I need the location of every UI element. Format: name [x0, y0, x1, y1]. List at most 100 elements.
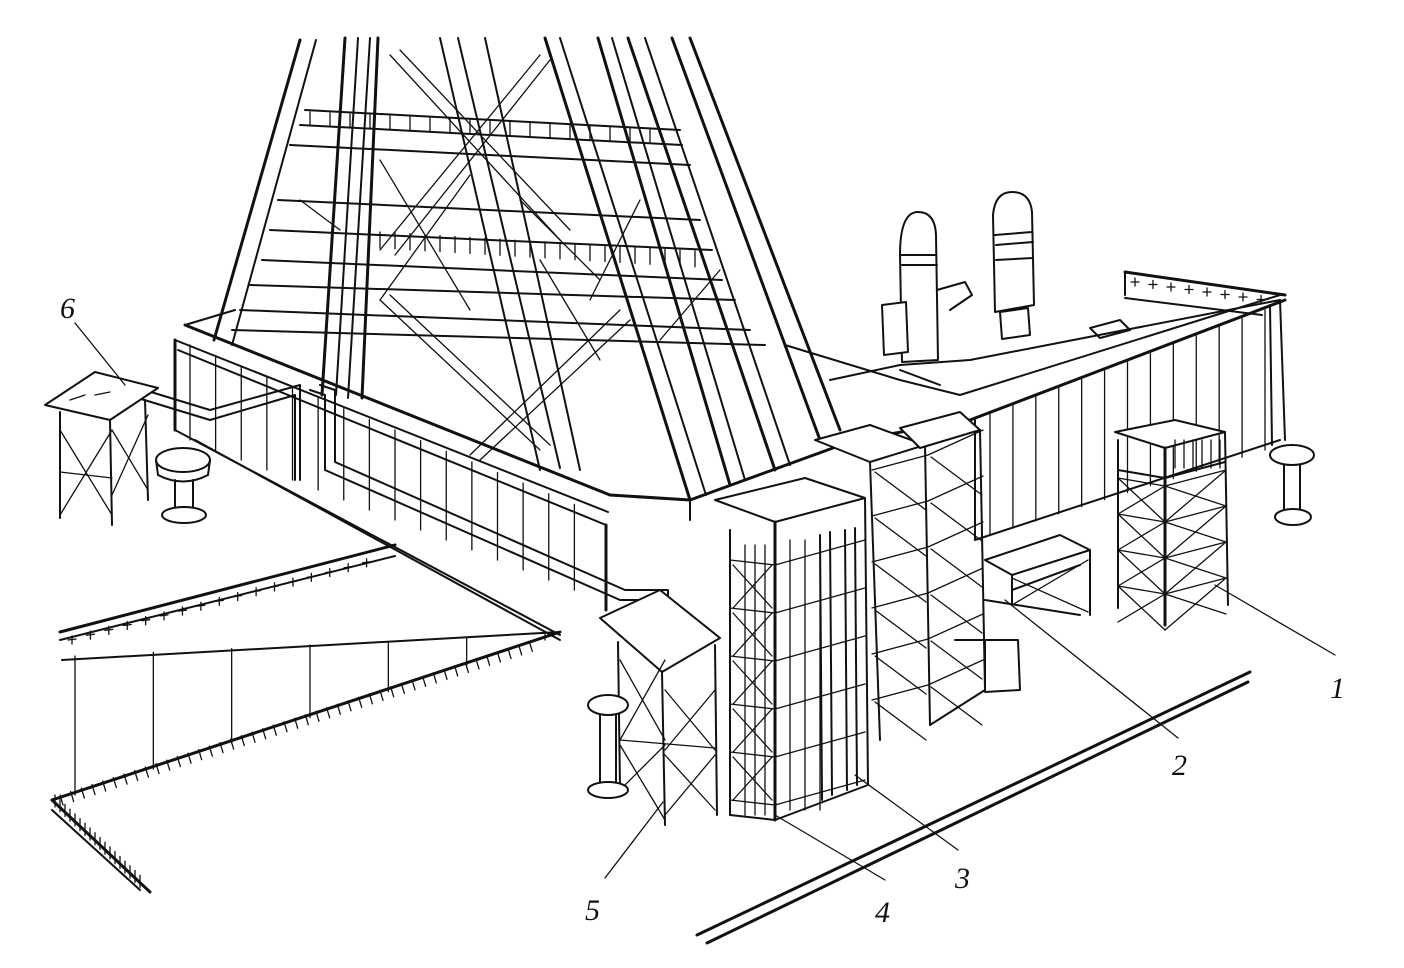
hatch-line: [379, 689, 384, 701]
hatch-line: [528, 640, 533, 653]
hatch-line: [304, 714, 309, 726]
hatch-line: [80, 787, 85, 799]
module-4: [714, 477, 869, 822]
hatch-line: [874, 609, 927, 649]
hatch-line: [874, 655, 927, 695]
hatch-line: [874, 517, 927, 557]
hatch-line: [871, 684, 929, 701]
hatch-line: [1117, 549, 1166, 559]
hatch-line: [732, 564, 773, 609]
hatch-line: [411, 679, 416, 691]
module-3: [814, 411, 986, 741]
label-5: 5: [585, 894, 600, 927]
hatch-line: [518, 644, 523, 656]
hatch-line: [358, 696, 363, 708]
hatch-line: [1117, 485, 1166, 515]
railing-plus-marks: [1130, 277, 1266, 305]
hatch-line: [732, 612, 773, 657]
hatch-line: [454, 665, 459, 677]
hatch-line: [1117, 513, 1166, 523]
hatch-line: [729, 655, 776, 662]
hatch-line: [930, 502, 983, 542]
leader-lines: [74, 322, 1336, 881]
hatch-line: [1117, 521, 1166, 551]
hatch-line: [326, 707, 331, 719]
hatch-line: [70, 790, 75, 803]
hatch-line: [486, 654, 491, 667]
hatch-line: [729, 559, 776, 566]
hatch-line: [1117, 593, 1166, 623]
hatch-line: [732, 660, 773, 705]
hatch-line: [871, 500, 929, 517]
hatch-line: [729, 607, 776, 614]
hatch-line: [1164, 505, 1227, 559]
hatch-line: [368, 693, 373, 705]
ground-line: [695, 670, 1252, 945]
label-3: 3: [954, 862, 970, 895]
hatch-line: [732, 708, 773, 753]
hatch-line: [871, 638, 929, 655]
left-pedestal: [155, 447, 211, 524]
hatch-line: [230, 738, 235, 750]
substructure-base: [127, 270, 1287, 641]
hatch-line: [1117, 477, 1166, 487]
label-1: 1: [1330, 672, 1345, 705]
platform-6: [44, 371, 159, 526]
tower-1: [1114, 419, 1229, 631]
hatch-line: [1117, 557, 1166, 587]
left-fence: [50, 543, 562, 894]
hatch-line: [123, 773, 128, 785]
hatch-line: [927, 475, 984, 502]
hatch-line: [1164, 505, 1227, 523]
hatch-line: [336, 703, 341, 715]
hatch-line: [112, 776, 117, 789]
hatch-line: [930, 594, 983, 634]
hatch-line: [347, 700, 352, 712]
exhaust-stacks: [881, 191, 1035, 363]
derrick-tower: [212, 36, 842, 502]
hatch-line: [1164, 541, 1227, 559]
front-pedestal: [587, 694, 629, 799]
hatch-line: [464, 661, 469, 674]
hatch-line: [729, 799, 776, 806]
hatch-line: [874, 701, 927, 741]
hatch-line: [1164, 541, 1227, 595]
hatch-line: [1164, 577, 1227, 631]
hatch-line: [272, 724, 277, 736]
module-2: [954, 534, 1091, 693]
hatch-line: [432, 672, 437, 684]
platform-5: [599, 589, 721, 826]
hatch-line: [134, 769, 139, 782]
hatch-line: [871, 592, 929, 609]
hatch-line: [166, 759, 171, 771]
hatch-line: [144, 766, 149, 778]
hatch-line: [927, 521, 984, 548]
hatch-line: [729, 703, 776, 710]
hatch-line: [732, 756, 773, 801]
hatch-line: [294, 717, 299, 729]
hatch-line: [1164, 469, 1227, 523]
hatch-line: [930, 548, 983, 588]
hatch-line: [930, 640, 983, 680]
label-2: 2: [1172, 749, 1187, 782]
hatch-line: [871, 546, 929, 563]
hatch-line: [475, 658, 480, 670]
hatch-line: [927, 613, 984, 640]
hatch-line: [155, 762, 160, 775]
hatch-line: [390, 686, 395, 698]
hatch-line: [1117, 585, 1166, 595]
hatch-line: [443, 668, 448, 681]
callout-labels: 6 1 2 3 4 5: [60, 292, 1345, 929]
hatch-line: [240, 735, 245, 747]
hatch-line: [927, 429, 984, 456]
hatch-line: [315, 710, 320, 722]
hatch-line: [874, 471, 927, 511]
hatch-line: [198, 748, 203, 761]
hatch-line: [729, 751, 776, 758]
hatch-line: [422, 675, 427, 688]
hatch-line: [219, 742, 224, 754]
hatch-line: [283, 721, 288, 733]
hatch-line: [496, 651, 501, 663]
hatch-line: [930, 456, 983, 496]
